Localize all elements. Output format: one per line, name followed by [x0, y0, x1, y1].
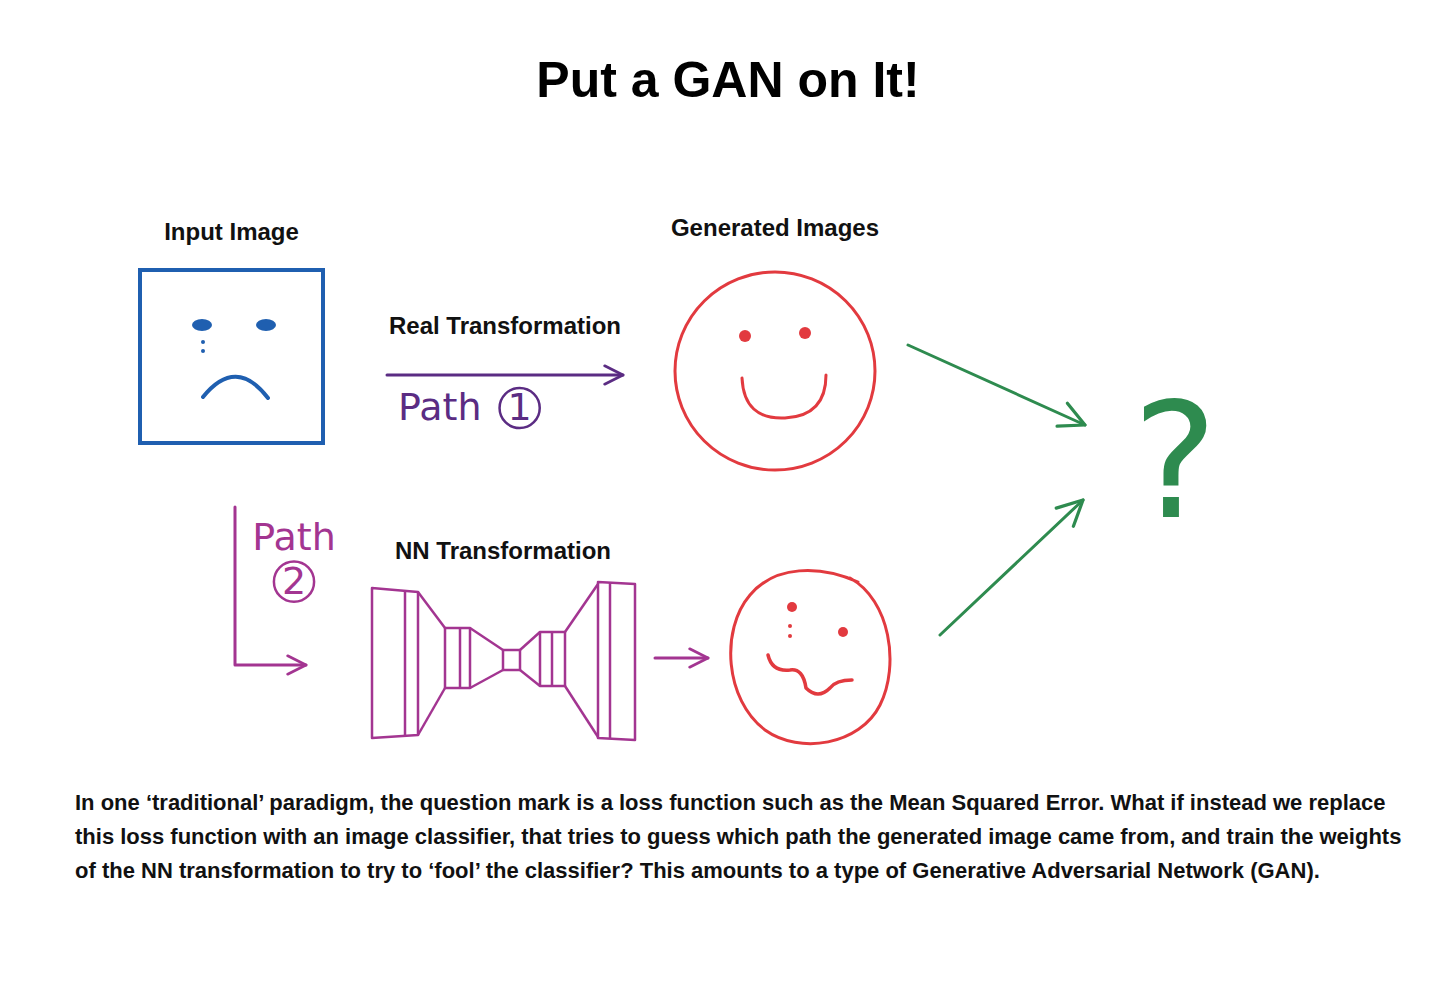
title-block: Put a GAN on It!: [0, 50, 1456, 110]
smile: [742, 375, 826, 418]
frown: [203, 377, 268, 398]
output-arrow: [655, 657, 708, 660]
path-label: Path 1: [398, 385, 532, 429]
eye: [192, 319, 212, 331]
eye: [799, 327, 811, 339]
label-block: Path 2: [246, 516, 342, 603]
layer-edge: [551, 632, 554, 686]
node-heading-block: Input Image: [0, 217, 525, 247]
label-block: ?: [1110, 382, 1240, 542]
link: [418, 688, 445, 735]
link: [418, 592, 445, 628]
layer-edge: [459, 628, 462, 688]
dot: [788, 634, 792, 638]
layer: [540, 632, 565, 686]
tear: [201, 349, 205, 353]
link: [565, 686, 598, 737]
caption-text: In one ‘traditional’ paradigm, the quest…: [75, 786, 1425, 888]
layer: [445, 628, 470, 688]
link: [470, 628, 503, 650]
nn-transformation-block: NN Transformation: [368, 578, 638, 744]
compare-arrow: [908, 345, 1085, 425]
diagram-title: Put a GAN on It!: [536, 52, 919, 108]
node-heading-block: Generated Images: [473, 213, 1077, 243]
eye: [256, 319, 276, 331]
tear: [201, 340, 205, 344]
path-label: Path 2: [252, 515, 335, 603]
circle-outline: [675, 272, 875, 470]
question-mark: ?: [1133, 368, 1218, 555]
node-heading: NN Transformation: [395, 537, 611, 564]
eye: [838, 627, 848, 637]
layer-edge: [404, 591, 407, 736]
node-heading: Input Image: [164, 218, 299, 245]
eye: [787, 602, 797, 612]
wavy-mouth: [768, 655, 852, 694]
layer: [503, 650, 520, 670]
sad-face: [192, 319, 276, 398]
dot: [788, 624, 792, 628]
edge-label-block: Real Transformation: [305, 311, 705, 341]
compare-arrow: [940, 500, 1083, 635]
edge-label: Real Transformation: [386, 312, 624, 339]
layer: [372, 588, 418, 738]
connector-arrow: [387, 374, 623, 377]
label-block: Path 1: [398, 386, 598, 430]
eye: [739, 330, 751, 342]
link: [470, 670, 503, 688]
input-image-box: Input Image: [138, 268, 325, 445]
caption-block: In one ‘traditional’ paradigm, the quest…: [75, 786, 1425, 888]
face-outline: [731, 571, 890, 744]
layer-edge: [609, 583, 612, 739]
link: [565, 584, 598, 632]
smiley-face: [739, 327, 826, 418]
layer: [598, 582, 635, 740]
link: [520, 632, 540, 650]
node-heading: Generated Images: [671, 214, 879, 241]
node-outline: [673, 270, 877, 472]
imperfect-smiley: [731, 571, 890, 744]
network-drawing: [372, 582, 635, 740]
generated-image-circle: Generated Images: [673, 270, 877, 472]
link: [520, 670, 540, 686]
